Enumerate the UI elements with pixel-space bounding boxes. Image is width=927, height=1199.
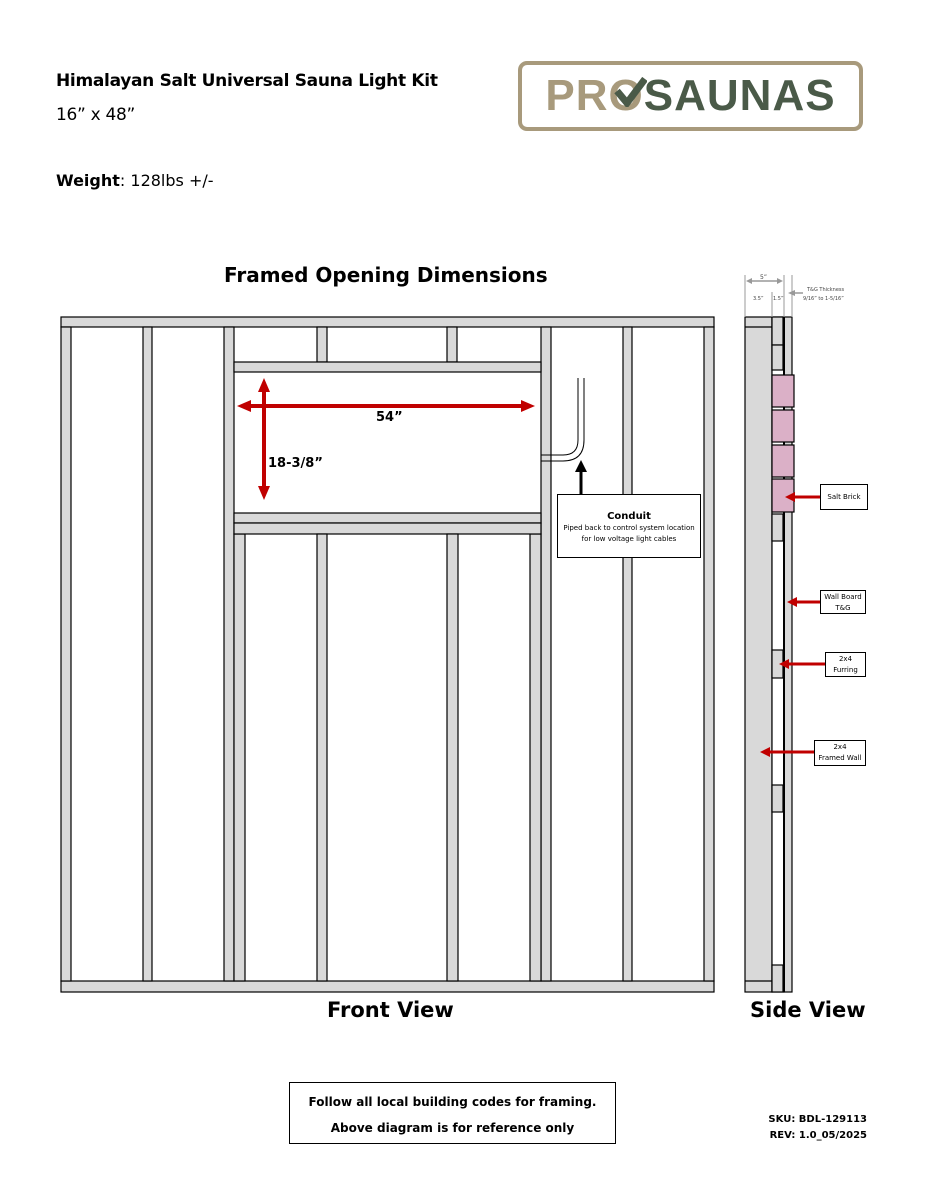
product-size: 16” x 48” [56, 105, 136, 125]
salt-brick [771, 444, 795, 478]
weight-label: Weight [56, 171, 120, 190]
width-arrow-right [521, 400, 535, 412]
side-furring [771, 784, 784, 813]
callout-wall-board: Wall Board T&G [820, 590, 866, 614]
jack-stud [233, 533, 246, 982]
stud [316, 533, 328, 982]
disclaimer-line-1: Follow all local building codes for fram… [308, 1095, 597, 1109]
height-arrow-top [258, 378, 270, 392]
salt-brick [771, 374, 795, 408]
bottom-plate [60, 980, 715, 993]
front-view-label: Front View [327, 998, 454, 1022]
product-title: Himalayan Salt Universal Sauna Light Kit [56, 71, 438, 91]
sku-text: SKU: BDL-129113 [768, 1114, 867, 1125]
side-dim-tg-value: 9/16” to 1-5/16” [803, 296, 844, 302]
callout-framed-wall: 2x4 Framed Wall [814, 740, 866, 766]
side-dim-stud: 3.5” [753, 296, 764, 302]
height-arrow-bottom [258, 486, 270, 500]
jack-stud [529, 533, 542, 982]
width-arrow-left [237, 400, 251, 412]
header-beam [233, 361, 542, 373]
conduit-desc-2: for low voltage light cables [581, 535, 677, 543]
product-weight: Weight: 128lbs +/- [56, 170, 214, 192]
sill-plate [233, 512, 542, 524]
weight-value: : 128lbs +/- [119, 171, 214, 190]
stud [622, 326, 633, 982]
opening-height-label: 18-3/8” [268, 456, 323, 471]
side-furring [771, 964, 784, 993]
section-title: Framed Opening Dimensions [224, 263, 548, 287]
cripple-stud [446, 326, 458, 363]
opening-width-label: 54” [376, 410, 403, 425]
conduit-title: Conduit [607, 511, 651, 522]
sku-rev-block: SKU: BDL-129113 REV: 1.0_05/2025 [768, 1112, 867, 1144]
disclaimer-box: Follow all local building codes for fram… [289, 1082, 616, 1144]
checkmark-icon [613, 77, 647, 107]
stud [446, 533, 459, 982]
side-dim-tg-label: T&G Thickness [806, 287, 845, 293]
conduit-callout: Conduit Piped back to control system loc… [557, 494, 701, 558]
stud [223, 326, 235, 982]
logo-o-check: O [609, 71, 647, 121]
side-furring [771, 513, 784, 542]
stud [540, 326, 552, 982]
conduit-desc-1: Piped back to control system location [563, 524, 695, 532]
side-view-label: Side View [750, 998, 866, 1022]
sill-plate [233, 522, 542, 535]
logo-text-pro: PR [545, 71, 609, 120]
conduit-pipe [541, 378, 585, 462]
logo-text-saunas: SAUNAS [643, 71, 836, 120]
salt-brick [771, 409, 795, 443]
revision-text: REV: 1.0_05/2025 [769, 1130, 867, 1141]
side-dim-total: 5” [760, 274, 767, 281]
disclaimer-line-2: Above diagram is for reference only [330, 1121, 575, 1135]
top-plate [60, 316, 715, 328]
callout-salt-brick: Salt Brick [820, 484, 868, 510]
side-furring [771, 316, 784, 346]
side-dim-furring: 1.5” [773, 296, 784, 302]
cripple-stud [316, 326, 328, 363]
stud [703, 326, 715, 982]
conduit-arrowhead [575, 460, 587, 472]
side-framed-wall [744, 316, 773, 993]
stud [142, 326, 153, 982]
callout-furring: 2x4 Furring [825, 652, 866, 677]
side-furring [771, 344, 784, 371]
stud [60, 326, 72, 982]
